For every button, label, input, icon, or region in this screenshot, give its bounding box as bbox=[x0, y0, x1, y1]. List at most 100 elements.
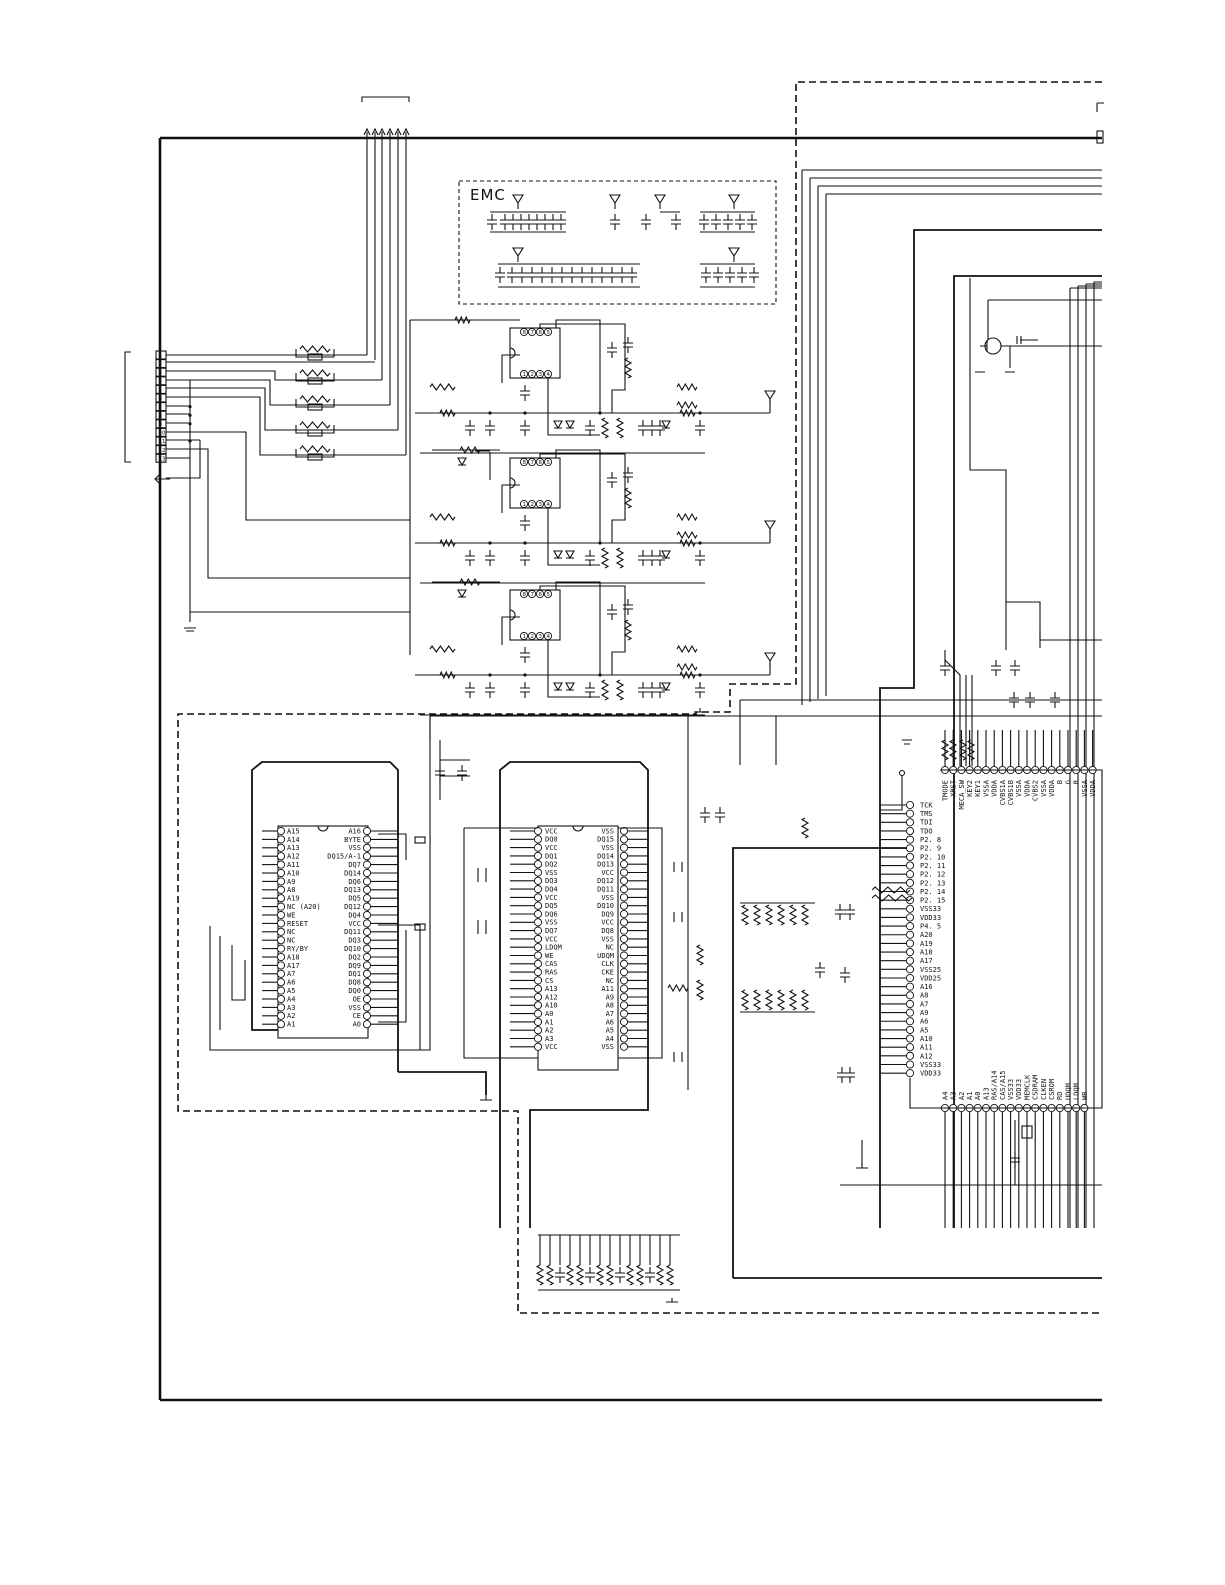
capacitor bbox=[655, 682, 665, 698]
pin-marker bbox=[276, 961, 286, 970]
connector-pin bbox=[155, 419, 167, 429]
pin-marker bbox=[905, 1025, 915, 1034]
flash-right-pin-label: DQ6 bbox=[348, 878, 361, 886]
resistor bbox=[655, 1264, 665, 1286]
main-top-pin-label: KEY2 bbox=[966, 780, 974, 797]
pin-marker bbox=[905, 939, 915, 948]
capacitor bbox=[548, 214, 558, 230]
diode bbox=[565, 550, 575, 560]
pin-marker bbox=[276, 969, 286, 978]
resistor bbox=[676, 530, 698, 540]
amp-pin-label: 8 bbox=[523, 460, 527, 466]
pin-marker bbox=[276, 994, 286, 1004]
resistor bbox=[764, 904, 774, 926]
capacitor bbox=[845, 1067, 855, 1083]
pin-marker bbox=[527, 499, 537, 509]
sdram-right-pin-label: DQ12 bbox=[597, 877, 614, 885]
sdram-left-pin-label: DQ6 bbox=[545, 910, 558, 918]
capacitor bbox=[641, 214, 651, 230]
sdram-left-pin-label: VSS bbox=[545, 869, 558, 877]
connector-pin bbox=[155, 402, 167, 412]
pin-marker bbox=[619, 951, 629, 960]
pin-marker bbox=[905, 1008, 915, 1017]
capacitor bbox=[991, 660, 1001, 676]
flash-right-pin-label: VSS bbox=[348, 844, 361, 852]
connector-pin-label: 3 bbox=[159, 370, 163, 376]
amp-rail bbox=[415, 674, 770, 716]
main-left-pin-label: P2. 13 bbox=[920, 879, 945, 887]
capacitor bbox=[655, 550, 665, 566]
connector-pin bbox=[155, 410, 167, 420]
capacitor bbox=[647, 550, 657, 566]
main-bottom-pin-label: MEMCLK bbox=[1023, 1074, 1031, 1100]
resistor bbox=[871, 886, 911, 894]
pin-marker bbox=[533, 1001, 543, 1010]
connector-pin-label: 5 bbox=[159, 388, 163, 394]
resistor bbox=[299, 445, 331, 453]
flash-left-pin-label: A5 bbox=[287, 987, 295, 995]
pin-marker bbox=[362, 1011, 372, 1020]
pin-marker bbox=[905, 809, 915, 818]
main-top-pin-label: VSSA bbox=[1015, 779, 1023, 797]
flash-right-pin-label: A0 bbox=[353, 1021, 361, 1029]
pin-marker bbox=[905, 904, 915, 913]
capacitor bbox=[585, 1267, 595, 1283]
capacitor bbox=[835, 904, 845, 920]
arrow-head bbox=[386, 127, 394, 136]
amp-pin-label: 4 bbox=[547, 502, 551, 508]
main-left-pin-label: A17 bbox=[920, 957, 933, 965]
capacitor bbox=[556, 214, 566, 230]
pin-marker bbox=[905, 861, 915, 870]
arrow-head bbox=[378, 127, 386, 136]
amp-pin-label: 3 bbox=[539, 372, 543, 378]
flash-left-pin-label: NC (A20) bbox=[287, 903, 321, 911]
main-left-pin-label: A6 bbox=[920, 1018, 928, 1026]
pin-marker bbox=[535, 369, 545, 379]
main-bottom-pin-label: RD bbox=[1056, 1092, 1064, 1100]
pin-marker bbox=[533, 893, 543, 902]
sdram-left-pin-label: CS bbox=[545, 977, 553, 985]
capacitor bbox=[715, 807, 725, 823]
pin-marker bbox=[619, 826, 629, 836]
main-left-pin-label: TCK bbox=[920, 801, 933, 809]
resistor bbox=[679, 538, 696, 548]
bottom-resistor-ladder bbox=[535, 1234, 680, 1303]
capacitor bbox=[607, 472, 617, 488]
pin-marker bbox=[362, 986, 372, 995]
capacitor bbox=[623, 337, 633, 353]
amp-pin-label: 6 bbox=[539, 592, 543, 598]
flash-right-pin-label: VCC bbox=[348, 920, 361, 928]
sdram-ic: VCCDQ0VCCDQ1DQ2VSSDQ3DQ4VCCDQ5DQ6VSSDQ7V… bbox=[429, 716, 725, 1101]
pin-marker bbox=[533, 826, 543, 836]
resistor bbox=[676, 662, 698, 672]
pin-marker bbox=[533, 843, 543, 852]
main-bottom-pin-label: WR bbox=[1081, 1091, 1089, 1100]
pin-marker bbox=[533, 835, 543, 844]
connector-pin bbox=[155, 376, 167, 386]
capacitor bbox=[617, 267, 627, 283]
resistor bbox=[679, 408, 696, 418]
resistor bbox=[429, 513, 456, 521]
main-bottom-pin-label: A2 bbox=[958, 1092, 966, 1100]
pin-marker bbox=[905, 1017, 915, 1026]
junction-dot bbox=[698, 541, 702, 545]
capacitor bbox=[638, 420, 648, 436]
pin-marker bbox=[533, 868, 543, 877]
emc-rail bbox=[490, 211, 755, 265]
main-bottom-pin-label: UDQM bbox=[1064, 1083, 1072, 1100]
connector-pin-label: 9 bbox=[159, 422, 163, 428]
arrow-head bbox=[394, 127, 402, 136]
main-left-pin-label: P2. 8 bbox=[920, 836, 941, 844]
connector-pin-label: 2 bbox=[159, 362, 163, 368]
resistor bbox=[940, 739, 950, 761]
main-top-pin-label: KEY1 bbox=[974, 780, 982, 797]
amp-ic-body bbox=[509, 457, 561, 509]
sdram-right-pin-label: UDQM bbox=[597, 952, 614, 960]
capacitor bbox=[700, 807, 710, 823]
resistor bbox=[299, 395, 331, 403]
capacitor bbox=[1025, 692, 1035, 708]
antenna-symbol bbox=[609, 194, 621, 209]
main-top-pin-label: CVBS1B bbox=[1007, 780, 1015, 805]
